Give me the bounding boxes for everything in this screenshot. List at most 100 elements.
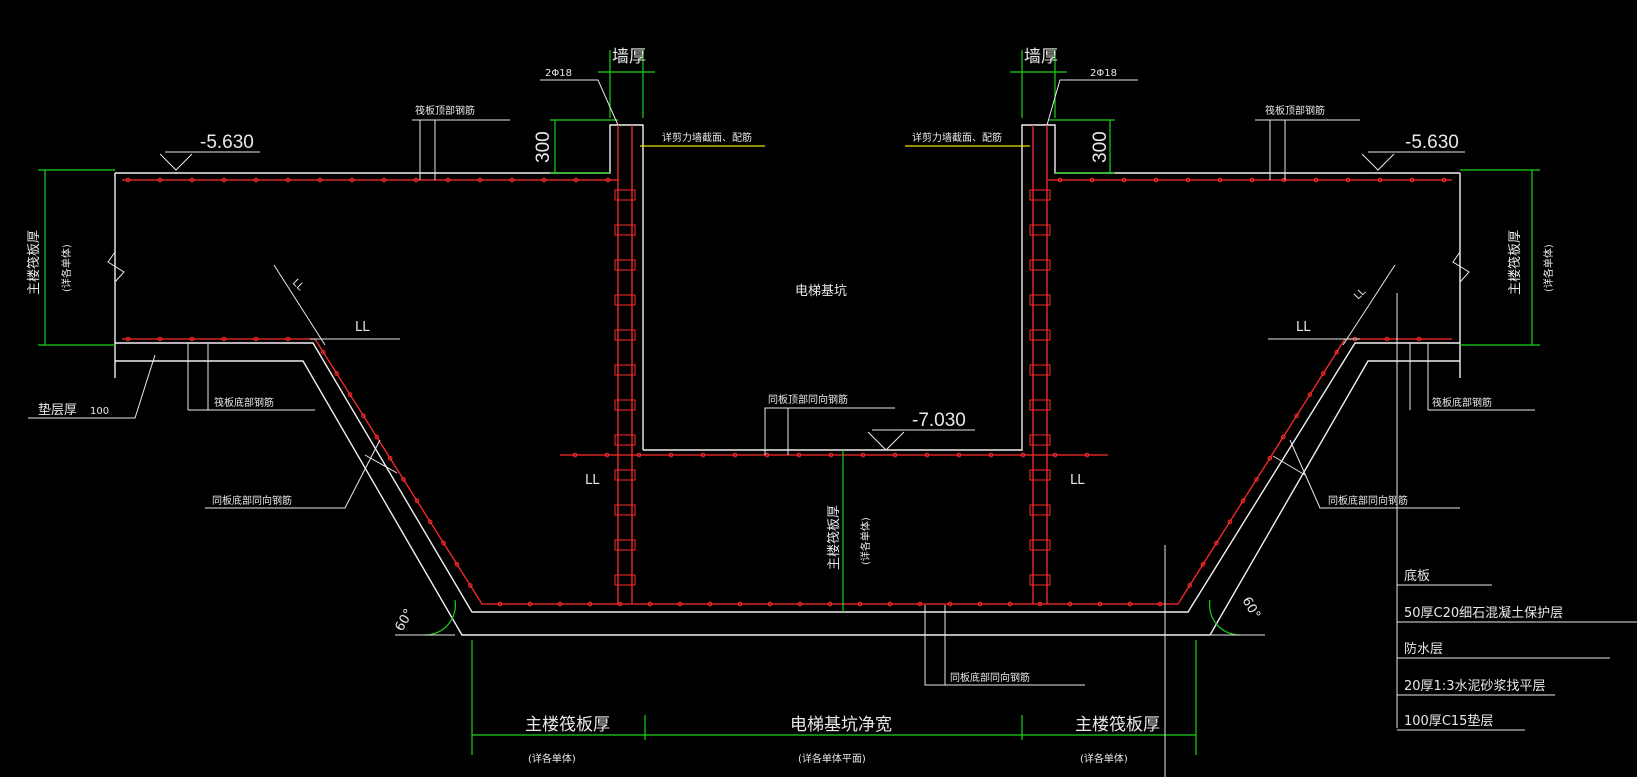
rebar-dot bbox=[509, 177, 515, 183]
concrete-outline bbox=[114, 124, 1461, 636]
rebar-dot bbox=[468, 583, 473, 588]
angle-left: 60° bbox=[392, 607, 417, 634]
rebar-dot bbox=[977, 601, 983, 607]
stirrup-hook bbox=[614, 574, 636, 586]
rebar-dot bbox=[253, 336, 259, 342]
stirrup-hook bbox=[614, 469, 636, 481]
same-top-bar: 同板顶部同向钢筋 bbox=[768, 393, 848, 406]
stirrup-hook bbox=[614, 539, 636, 551]
rebar-dot bbox=[157, 177, 163, 183]
rebar-dots bbox=[125, 177, 1447, 607]
same-bottom-bar-left: 同板底部同向钢筋 bbox=[212, 494, 292, 507]
rebar-dot bbox=[1037, 601, 1043, 607]
rebar-dot bbox=[349, 177, 355, 183]
rebar-dot bbox=[988, 452, 994, 458]
rebar-dot bbox=[125, 336, 131, 342]
bar-callout-left: 2Φ18 bbox=[545, 68, 572, 79]
anchor-mark-slope-left: LL bbox=[290, 277, 306, 293]
rebar-dot bbox=[668, 452, 674, 458]
labels: 电梯基坑 墙厚 墙厚 2Φ18 2Φ18 300 300 详剪力墙截面、配筋 详… bbox=[26, 47, 1563, 765]
stirrup-hook bbox=[614, 189, 636, 201]
rebar-dot bbox=[1157, 601, 1163, 607]
rebar-dot bbox=[917, 601, 923, 607]
rebar-dot bbox=[189, 177, 195, 183]
rebar-dot bbox=[1057, 177, 1063, 183]
stirrup-hook bbox=[614, 434, 636, 446]
stirrup-hook bbox=[1029, 294, 1051, 306]
rebar-dot bbox=[1097, 601, 1103, 607]
rebar-dot bbox=[956, 452, 962, 458]
rebar-dot bbox=[454, 561, 460, 567]
rebar-dot bbox=[796, 452, 802, 458]
rebar-dot bbox=[767, 601, 773, 607]
stirrup-hook bbox=[1029, 469, 1051, 481]
pit-bottom-bar: 同板底部同向钢筋 bbox=[950, 671, 1030, 684]
rebar-dot bbox=[1267, 455, 1273, 461]
rebar-dot bbox=[361, 413, 366, 419]
stirrup-hook bbox=[1029, 539, 1051, 551]
rebar-dot bbox=[1052, 452, 1058, 458]
rebar-dot bbox=[125, 177, 131, 183]
rebar-dot bbox=[1377, 177, 1383, 183]
wall-detail-right: 详剪力墙截面、配筋 bbox=[912, 131, 1002, 144]
rebar-dot bbox=[1313, 177, 1319, 183]
rebar-dot bbox=[857, 601, 863, 607]
dim-300-right: 300 bbox=[1090, 131, 1111, 163]
stirrup-hook bbox=[1029, 329, 1051, 341]
rebar-dot bbox=[1185, 177, 1191, 183]
rebar-dot bbox=[445, 177, 451, 183]
stirrup-hook bbox=[614, 364, 636, 376]
rebar-dot bbox=[573, 177, 579, 183]
raft-top-bar-left: 筏板顶部钢筋 bbox=[415, 104, 475, 117]
rebar-dot bbox=[221, 336, 227, 342]
see-single-center: (详各单体) bbox=[859, 517, 872, 565]
rebar-dot bbox=[647, 601, 653, 607]
stirrup-hook bbox=[1029, 504, 1051, 516]
stirrup-hook bbox=[1029, 189, 1051, 201]
raft-thickness-left: 主楼筏板厚 bbox=[26, 230, 42, 295]
rebar-dot bbox=[1441, 177, 1447, 183]
rebar-dot bbox=[334, 371, 340, 376]
raft-bottom-bar-right: 筏板底部钢筋 bbox=[1432, 396, 1492, 409]
anchor-mark-wall-left: LL bbox=[585, 473, 600, 488]
dimension-lines bbox=[38, 50, 1540, 755]
rebar-dot bbox=[1020, 452, 1026, 458]
cushion-label: 垫层厚 bbox=[38, 402, 77, 418]
rebar-dot bbox=[1320, 371, 1326, 376]
stirrup-hook bbox=[614, 294, 636, 306]
bottom-dim-center: 电梯基坑净宽 bbox=[790, 715, 892, 735]
wall-thickness-left: 墙厚 bbox=[612, 47, 646, 67]
rebar-dot bbox=[1187, 583, 1192, 588]
stirrup-hook bbox=[614, 259, 636, 271]
legend-item-4: 20厚1:3水泥砂浆找平层 bbox=[1404, 679, 1545, 694]
wall-detail-left: 详剪力墙截面、配筋 bbox=[662, 131, 752, 144]
same-bottom-bar-right: 同板底部同向钢筋 bbox=[1328, 494, 1408, 507]
stirrup-hook bbox=[1029, 574, 1051, 586]
stirrup-hook bbox=[1029, 259, 1051, 271]
rebar-dot bbox=[605, 177, 611, 183]
rebar-dot bbox=[401, 477, 406, 482]
see-single-left: (详各单体) bbox=[60, 244, 73, 292]
rebar-dot bbox=[477, 177, 483, 183]
annotation-leaders bbox=[28, 79, 1637, 777]
raft-bottom-bar-left: 筏板底部钢筋 bbox=[214, 396, 274, 409]
rebar-dot bbox=[797, 601, 803, 607]
cushion-value: 100 bbox=[90, 406, 109, 417]
rebar-dot bbox=[1249, 177, 1255, 183]
rebar-dot bbox=[1214, 540, 1219, 546]
pit-label: 电梯基坑 bbox=[795, 284, 847, 299]
rebar-dot bbox=[221, 177, 227, 183]
rebar-dot bbox=[157, 336, 163, 342]
rebar-dot bbox=[374, 434, 380, 440]
anchor-mark-right: LL bbox=[1296, 320, 1311, 335]
stirrup-hook bbox=[614, 224, 636, 236]
rebar-dot bbox=[557, 601, 563, 607]
rebar-dot bbox=[1067, 601, 1073, 607]
rebar-dot bbox=[381, 177, 387, 183]
elev-top-left: -5.630 bbox=[200, 132, 254, 153]
rebar-dot bbox=[1345, 177, 1351, 183]
bottom-note-right: (详各单体) bbox=[1080, 752, 1128, 765]
rebar-dot bbox=[827, 601, 833, 607]
rebar-dot bbox=[924, 452, 930, 458]
rebar-dot bbox=[387, 455, 393, 461]
